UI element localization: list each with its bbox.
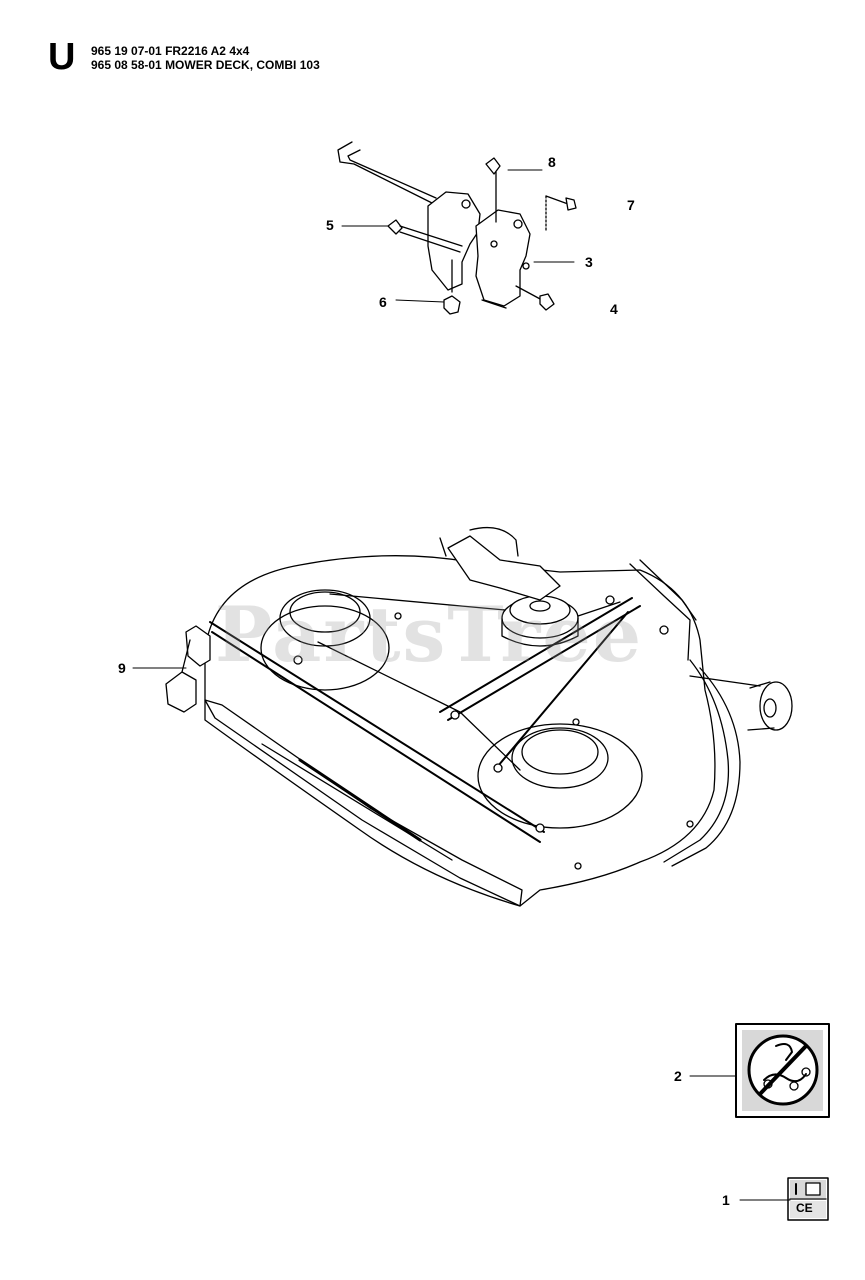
callout-5: 5 xyxy=(326,217,334,233)
callout-4: 4 xyxy=(610,301,618,317)
watermark: PartsTree xyxy=(215,590,644,679)
header-text: 965 19 07-01 FR2216 A2 4x4 965 08 58-01 … xyxy=(91,44,320,72)
callout-2: 2 xyxy=(674,1068,682,1084)
callout-3: 3 xyxy=(585,254,593,270)
ce-mark: CE xyxy=(796,1201,813,1215)
warning-decal xyxy=(735,1023,830,1118)
callout-leaders xyxy=(132,169,791,1201)
info-decal xyxy=(787,1177,829,1221)
callout-7: 7 xyxy=(627,197,635,213)
callout-9: 9 xyxy=(118,660,126,676)
bracket-assembly xyxy=(337,141,577,315)
callout-6: 6 xyxy=(379,294,387,310)
mower-deck xyxy=(165,526,793,907)
model-line: 965 19 07-01 FR2216 A2 4x4 xyxy=(91,44,250,58)
callout-8: 8 xyxy=(548,154,556,170)
callout-1: 1 xyxy=(722,1192,730,1208)
section-letter: U xyxy=(48,36,76,78)
assembly-line: 965 08 58-01 MOWER DECK, COMBI 103 xyxy=(91,58,320,72)
